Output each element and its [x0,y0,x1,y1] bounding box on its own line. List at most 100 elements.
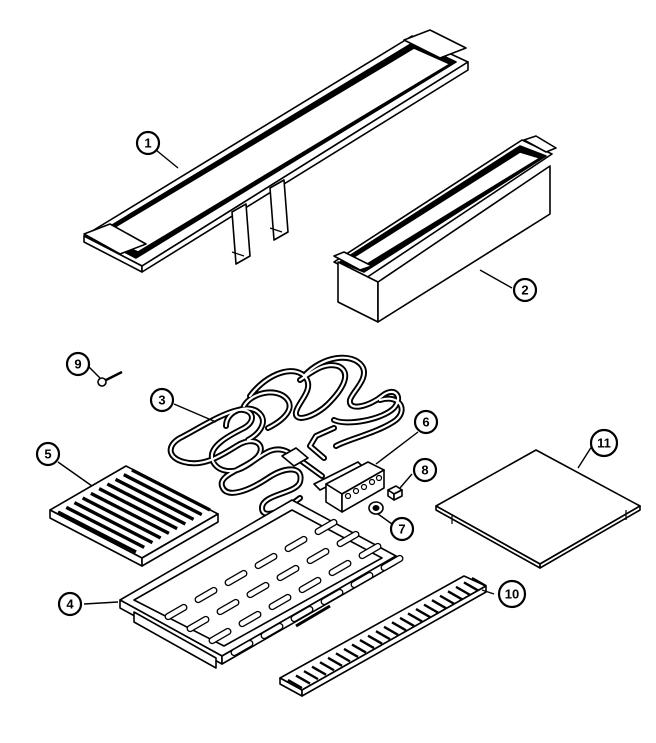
strip-rib [343,647,359,658]
strip-rib [407,612,423,623]
pan-slot [290,605,314,623]
part-4-drip-pan [119,499,404,669]
callout-5: 5 [35,441,61,467]
pan-slot [224,569,248,587]
strip-rib [383,625,399,636]
pan-slot [350,571,374,589]
strip-rib [431,599,447,610]
callout-7: 7 [389,516,415,542]
leader-2 [479,269,513,289]
leader-7 [377,513,393,525]
svg-text:1: 1 [144,136,151,151]
strip-rib [327,656,343,667]
svg-text:2: 2 [521,283,528,298]
callout-4: 4 [57,591,83,617]
leader-6 [375,431,419,465]
pan-slot [230,639,254,657]
leader-lines [57,149,593,605]
pan-slot [164,603,188,621]
pan-slot [268,593,292,611]
pan-slot [306,547,330,565]
grate-bar [65,505,145,549]
strip-rib [455,585,471,596]
svg-text:10: 10 [505,587,519,602]
grate-bar [123,473,203,517]
part-7-nut [368,501,384,515]
part-2-housing-box [333,135,557,323]
pan-slot [260,622,284,640]
grate-bar [98,487,178,531]
strip-rib [439,594,455,605]
pan-slot [216,598,240,616]
pan-slot [246,581,270,599]
strip-rib [447,590,463,601]
callout-1: 1 [135,130,161,156]
part-3-heating-element [167,354,405,517]
grate-bar [106,482,187,526]
strip-rib [399,616,415,627]
part-8-clip [387,485,403,501]
part-10-grate-strip [279,575,487,697]
pan-slot [208,627,232,645]
pan-slot [238,610,262,628]
leader-11 [577,445,593,469]
callout-10: 10 [497,579,527,609]
strip-rib [423,603,439,614]
part-5-grill-grate [49,465,219,567]
grate-bar [114,477,195,521]
callout-11: 11 [589,428,619,458]
part-11-panel [435,449,641,569]
svg-text:4: 4 [66,597,74,612]
strip-rib [359,639,375,650]
strip-rib [303,670,319,681]
pan-slot [284,535,308,553]
pan-slot [328,559,352,577]
pan-slot [314,518,338,536]
grate-bar [131,468,211,512]
pan-slot [298,576,322,594]
svg-text:6: 6 [422,415,429,430]
pan-slot [276,564,300,582]
leader-10 [481,589,495,595]
strip-rib [391,621,407,632]
svg-text:7: 7 [398,522,405,537]
leader-8 [399,473,413,489]
pan-slot [254,552,278,570]
pan-slot [358,542,382,560]
grate-bar [73,501,154,545]
strip-rib [375,630,391,641]
part-9-screw [97,370,123,387]
svg-text:3: 3 [158,393,165,408]
svg-text:5: 5 [44,447,51,462]
pan-slot [380,554,404,572]
leader-4 [83,601,119,605]
strip-rib [367,634,383,645]
strip-rib [295,674,311,685]
part-6-terminal-block [313,461,385,513]
pan-slot [186,615,210,633]
strip-rib [319,661,335,672]
callout-2: 2 [512,277,538,303]
leader-5 [57,461,93,487]
callout-3: 3 [149,387,175,413]
strip-rib [415,608,431,619]
leader-1 [155,149,179,169]
strip-rib [335,652,351,663]
strip-rib [463,581,479,592]
leader-3 [173,403,217,423]
callout-9: 9 [65,351,91,377]
grate-bar [90,491,170,535]
part-1-cover-strip [83,29,469,273]
svg-text:8: 8 [421,463,428,478]
pan-slot [194,586,218,604]
pan-slot [336,530,360,548]
svg-text:9: 9 [74,357,81,372]
svg-text:11: 11 [597,436,611,451]
grate-bar [81,496,162,540]
strip-rib [471,576,487,588]
pan-slot [320,588,344,606]
strip-rib [311,665,327,676]
strip-rib [287,678,303,690]
grate-bar [57,510,137,554]
leader-9 [87,365,101,379]
